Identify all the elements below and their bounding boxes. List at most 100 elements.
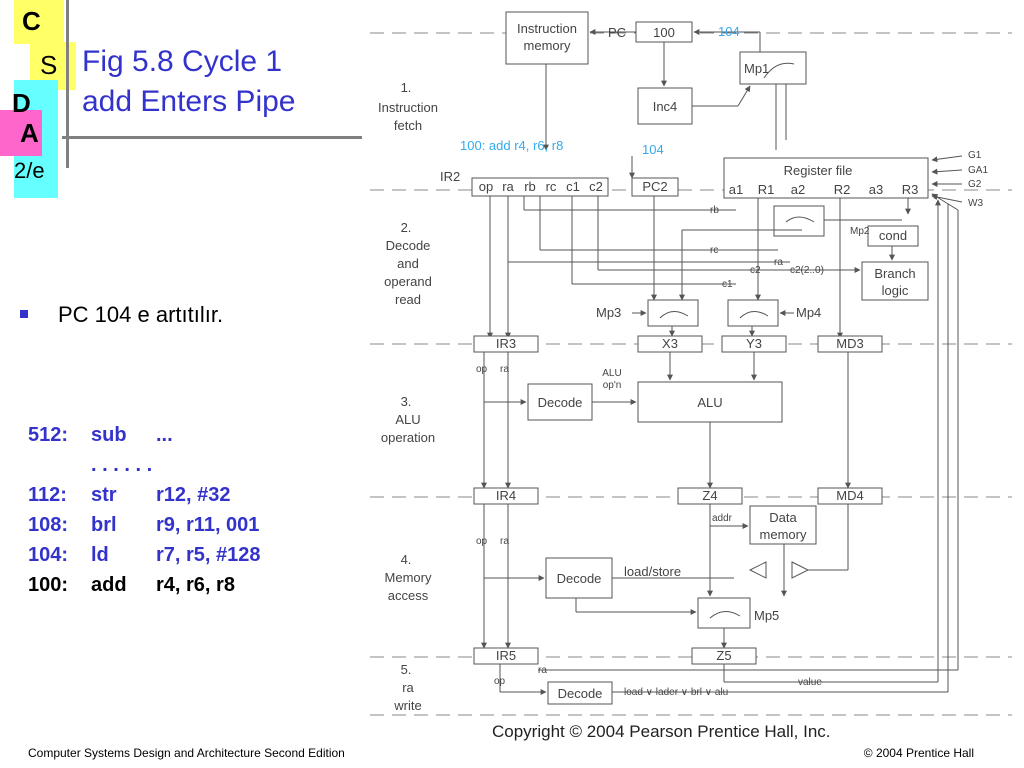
alu-label: ALU [697,395,722,410]
stage-2-label: and [397,256,419,271]
ir2-field: c2 [589,179,603,194]
wire-label-rb: rb [710,205,719,216]
regfile-port: R3 [902,182,919,197]
code-addr: 104: [28,544,69,566]
mp1-mux-icon [763,62,795,79]
stage-3-label: operation [381,430,435,445]
pc2-value: 104 [642,142,664,157]
wire [931,155,963,163]
title-rule [62,136,362,139]
md3-register [817,335,883,353]
code-addr: 512: [28,424,69,446]
wire [931,168,963,175]
g2-signal: G2 [968,179,982,190]
ir2-instruction-text: 100: add r4, r6, r8 [460,138,563,153]
regfile-port: R2 [834,182,851,197]
pc-value: 100 [653,25,675,40]
tristate-buffer-icon [748,561,767,579]
logo-block-yellow [14,0,64,44]
stage-4-label: access [388,588,429,603]
ir4-register [473,487,539,505]
load-store-label: load/store [624,564,681,579]
pc2-register [631,177,679,197]
stage-3-number: 3. [401,394,412,409]
ir4-label: IR4 [496,488,516,503]
stage-2-number: 2. [401,220,412,235]
ir3-ra-label: ra [500,364,509,375]
title-line-1: Fig 5.8 Cycle 1 [82,45,283,78]
stage-1-label: fetch [394,118,422,133]
alu-opn-label: op'n [603,380,622,391]
mp2-mux-icon [785,216,815,223]
instruction-memory-label: Instruction [517,21,577,36]
data-memory-box [749,505,817,545]
wire-label-rc: rc [710,245,718,256]
footer-book-title: Computer Systems Design and Architecture… [28,746,345,760]
md4-register [817,487,883,505]
title-line-2: add Enters Pipe [82,85,296,118]
branch-logic-box [861,261,929,301]
mp4-label: Mp4 [796,305,821,320]
edition-label: 2/e [14,158,45,183]
logo-letter-c: C [22,6,41,36]
stage-1-label: Instruction [378,100,438,115]
bullet-marker [20,310,28,318]
mp4-box [727,299,779,327]
cond-label: cond [879,228,907,243]
addr-label: addr [712,513,733,524]
ir5-op-label: op [494,676,506,687]
slide-title: Fig 5.8 Cycle 1 add Enters Pipe [82,42,342,122]
y3-label: Y3 [746,336,762,351]
ir2-field: rc [546,179,557,194]
instruction-memory-label: memory [524,38,571,53]
code-args: r12, #32 [156,484,231,506]
stage-1-number: 1. [401,80,412,95]
code-args: r7, r5, #128 [156,544,261,566]
logo-letter-s: S [40,50,58,80]
regfile-port: a2 [791,182,805,197]
ir4-op-label: op [476,536,488,547]
code-args: ... [156,424,173,446]
logo-letter-a: A [20,118,39,148]
mp3-box [647,299,699,327]
stage-5-number: 5. [401,662,412,677]
ir2-field: c1 [566,179,580,194]
alu-opn-label: ALU [602,368,621,379]
pc-label: PC [608,25,626,40]
ir3-register [473,335,539,353]
ir2-field: ra [502,179,514,194]
data-memory-label: memory [760,527,807,542]
code-args: r9, r11, 001 [156,514,260,536]
wire-label-ra: ra [774,257,783,268]
branch-logic-label: logic [882,283,909,298]
stage-2-label: operand [384,274,432,289]
mp4-mux-icon [739,311,769,319]
decode-label-stage3: Decode [538,395,583,410]
code-op: . . . . . . [91,454,153,476]
ir3-label: IR3 [496,336,516,351]
ir5-label: IR5 [496,648,516,663]
ir5-register [473,647,539,665]
stage-5-label: ra [402,680,414,695]
ir2-label: IR2 [440,169,460,184]
regfile-port: a1 [729,182,743,197]
stage-4-number: 4. [401,552,412,567]
code-op: ld [91,544,109,566]
bullet-text: PC 104 e artıtılır. [58,302,224,327]
code-addr: 100: [28,574,69,596]
cond-box [867,225,919,247]
mp2-label: Mp2 [850,226,870,237]
logo-letter-d: D [12,88,31,118]
x3-label: X3 [662,336,678,351]
md3-label: MD3 [836,336,863,351]
pipeline-diagram: 1. Instruction fetch 2. Decode and opera… [370,11,1012,741]
wire [931,194,963,203]
g1-signal: G1 [968,150,982,161]
w3-signal: W3 [968,198,983,209]
decode-box-stage5 [547,681,613,705]
code-op: sub [91,424,127,446]
regfile-port: a3 [869,182,883,197]
code-op: brl [91,514,117,536]
ir5-ra-label: ra [538,665,547,676]
logo-rule-vertical [66,0,69,168]
